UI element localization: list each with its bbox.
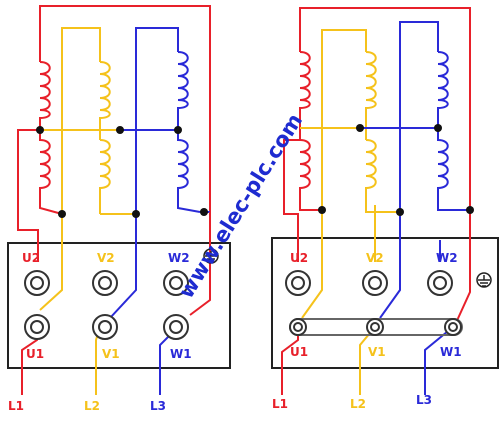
left-star-connection-diagram: U2 V2 W2 U1 V1 W1 L1 L2 L3 <box>7 5 231 413</box>
left-label-l3: L3 <box>150 399 166 413</box>
left-label-l1: L1 <box>8 399 24 413</box>
left-label-u2: U2 <box>22 251 40 265</box>
right-label-u1: U1 <box>290 345 308 359</box>
right-junction-dot <box>356 124 364 132</box>
right-label-w2: W2 <box>436 251 458 265</box>
right-terminal-u1 <box>289 318 307 336</box>
left-terminal-v2 <box>92 270 118 296</box>
right-label-l2: L2 <box>350 397 366 411</box>
left-terminal-u2 <box>24 270 50 296</box>
left-junction-dot <box>174 126 182 134</box>
left-label-u1: U1 <box>26 347 44 361</box>
right-terminal-v2 <box>362 270 388 296</box>
right-junction-dot <box>396 208 404 216</box>
right-terminal-box <box>271 237 499 369</box>
ground-icon <box>203 248 219 264</box>
right-terminal-w1 <box>444 318 462 336</box>
left-junction-dot <box>58 210 66 218</box>
left-junction-dot <box>132 210 140 218</box>
left-label-w2: W2 <box>168 251 190 265</box>
left-label-w1: W1 <box>170 347 192 361</box>
right-label-l3: L3 <box>416 393 432 407</box>
right-label-w1: W1 <box>440 345 462 359</box>
left-terminal-w2 <box>163 270 189 296</box>
right-label-l1: L1 <box>272 397 288 411</box>
right-delta-connection-diagram: U2 V2 W2 U1 V1 W1 L1 L2 L3 <box>271 7 499 411</box>
right-junction-dot <box>466 206 474 214</box>
right-junction-dot <box>318 206 326 214</box>
right-label-v2: V2 <box>366 251 384 265</box>
left-label-v2: V2 <box>97 251 115 265</box>
right-terminal-v1 <box>366 318 384 336</box>
ground-icon <box>476 272 492 288</box>
left-junction-dot <box>116 126 124 134</box>
left-terminal-u1 <box>24 314 50 340</box>
left-terminal-v1 <box>92 314 118 340</box>
left-junction-dot <box>200 208 208 216</box>
left-junction-dot <box>36 126 44 134</box>
left-terminal-w1 <box>163 314 189 340</box>
right-junction-dot <box>434 124 442 132</box>
right-terminal-u2 <box>285 270 311 296</box>
right-label-v1: V1 <box>368 345 386 359</box>
right-terminal-w2 <box>427 270 453 296</box>
right-phase-u-winding <box>281 7 471 395</box>
left-label-v1: V1 <box>102 347 120 361</box>
left-phase-v-winding <box>39 27 136 395</box>
right-label-u2: U2 <box>290 251 308 265</box>
left-label-l2: L2 <box>84 399 100 413</box>
